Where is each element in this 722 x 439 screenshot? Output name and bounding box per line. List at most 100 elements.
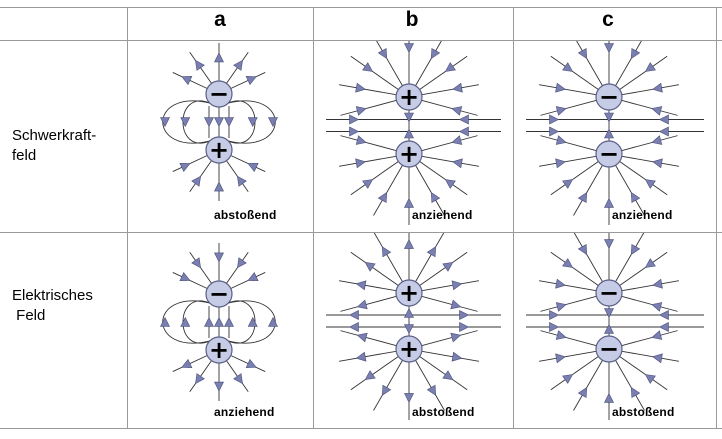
cell-1-1-bottom-charge-sign: + xyxy=(399,335,419,363)
cell-0-2-axis-arrow xyxy=(604,112,614,123)
cell-1-0-caption: anziehend xyxy=(214,405,275,419)
cell-1-2-bottom-field-line xyxy=(540,330,597,347)
row-label-electric: Elektrisches Feld xyxy=(12,286,93,326)
cell-0-2-top-arrow xyxy=(555,82,566,93)
cell-1-1-bottom-field-line xyxy=(373,360,403,411)
cell-1-2-top-charge: − xyxy=(595,279,623,307)
grid-line-bottom xyxy=(0,428,722,429)
cell-1-2-top-arrow xyxy=(577,243,588,256)
cell-1-1-top-arrow xyxy=(442,261,454,272)
cell-1-0-bottom-charge-sign: + xyxy=(209,336,229,364)
cell-0-1-mid-arrow xyxy=(458,126,469,137)
cell-0-0-top-arrow xyxy=(214,52,224,63)
cell-1-2-bottom-arrow xyxy=(555,330,567,340)
cell-1-1-bottom-arrow xyxy=(356,332,368,343)
cell-0-2-top-arrow xyxy=(604,43,614,54)
cell-1-1-bottom-arrow xyxy=(404,393,414,404)
cell-0-1-bottom-arrow xyxy=(444,179,456,189)
cell-1-2-bottom-arrow xyxy=(651,330,663,340)
cell-0-2-top-charge-sign: − xyxy=(599,83,619,111)
cell-0-2-top-arrow xyxy=(652,82,663,93)
cell-1-2-bottom-charge-disc xyxy=(595,335,623,363)
cell-1-0-top-arrow xyxy=(214,252,224,263)
cell-0-2-top-charge: − xyxy=(595,83,623,111)
cell-0-1-top-arrow xyxy=(452,82,463,93)
cell-0-2-top-arrow xyxy=(562,62,574,72)
cell-1-0-bottom-charge: + xyxy=(205,336,233,364)
cell-1-1-top-field-line xyxy=(373,233,403,282)
grid-line-right xyxy=(716,7,717,429)
cell-0-1-top-arrow xyxy=(451,106,463,116)
grid-line-col2 xyxy=(313,7,314,429)
cell-1-2-top-arrow xyxy=(555,302,567,312)
cell-0-1-mid-arrow xyxy=(349,126,360,137)
cell-1-2-top-arrow xyxy=(652,278,663,289)
cell-0-2-bottom-field-line xyxy=(550,161,599,196)
cell-1-1-mid-arrow xyxy=(348,310,359,320)
row-label-gravity-line1: Schwerkraft- xyxy=(12,127,97,144)
cell-0-2-bottom-field-line xyxy=(619,161,668,196)
cell-0-0-top-arrow xyxy=(245,76,257,86)
cell-0-1-bottom-arrow xyxy=(355,158,366,169)
cell-0-2-axis-arrow xyxy=(604,128,614,139)
cell-0-2-bottom-arrow xyxy=(577,191,588,204)
cell-0-2-mid-arrow xyxy=(549,126,560,137)
cell-1-1-top-field-line xyxy=(339,280,397,292)
cell-0-1-bottom-field-line xyxy=(350,161,399,196)
cell-1-2-bottom-arrow xyxy=(630,386,641,399)
cell-1-1-top-arrow xyxy=(356,299,368,310)
cell-1-2-top-field-line xyxy=(621,295,678,312)
cell-1-0-top-charge-disc xyxy=(205,280,233,308)
cell-1-2-bottom-arrow xyxy=(644,374,656,384)
cell-1-0-top-charge-sign: − xyxy=(209,280,229,308)
cell-1-1-bottom-field-line xyxy=(421,330,478,347)
cell-1-2-mid-arrow xyxy=(658,310,669,320)
cell-0-1-top-field-line xyxy=(415,41,442,86)
cell-0-2-bottom-arrow xyxy=(555,158,566,169)
cell-1-0-bottom-arrow xyxy=(233,373,243,385)
cell-0-2-mid-arrow xyxy=(658,126,669,137)
cell-1-1-bottom-arrow xyxy=(442,370,454,381)
field-diagram-1-0: −+ xyxy=(160,243,278,401)
cell-0-0-bottom-charge-disc xyxy=(205,136,233,164)
field-diagram-1-1: ++ xyxy=(326,233,501,420)
cell-0-2-bottom-arrow xyxy=(652,158,663,169)
row-label-electric-line1: Elektrisches xyxy=(12,287,93,304)
grid-line-col1 xyxy=(127,7,128,429)
grid-line-col3 xyxy=(513,7,514,429)
column-header-b: b xyxy=(405,8,419,31)
cell-0-1-bottom-field-line xyxy=(340,135,397,152)
cell-0-1-top-arrow xyxy=(404,43,414,54)
cell-1-1-bottom-field-line xyxy=(350,356,399,391)
cell-0-1-bottom-arrow xyxy=(355,135,367,145)
cell-1-2-mid-arrow xyxy=(658,322,669,332)
cell-1-1-axis-arrow xyxy=(404,324,414,335)
cell-0-0-inner-arrow xyxy=(224,117,234,128)
cell-0-2-top-arrow xyxy=(651,106,663,116)
cell-0-0-loop-arrow xyxy=(180,117,191,128)
cell-0-0-bottom-arrow xyxy=(214,181,224,192)
cell-1-2-top-arrow xyxy=(562,258,574,268)
column-header-c: c xyxy=(602,8,614,31)
cell-0-1-top-charge-disc xyxy=(395,83,423,111)
cell-0-1-bottom-arrow xyxy=(362,179,374,189)
cell-1-0-inner-arrow xyxy=(204,316,214,327)
cell-1-1-mid-arrow xyxy=(459,310,470,320)
cell-0-1-top-field-line xyxy=(376,41,403,86)
cell-1-2-bottom-charge-sign: − xyxy=(599,335,619,363)
cell-1-0-bottom-arrow xyxy=(195,373,205,385)
cell-1-1-mid-arrow xyxy=(459,322,470,332)
field-diagram-0-2: −− xyxy=(526,41,704,225)
cell-0-1-mid-arrow xyxy=(349,114,360,125)
cell-0-1-bottom-arrow xyxy=(404,197,414,208)
cell-1-2-top-charge-disc xyxy=(595,279,623,307)
cell-0-1-top-field-line xyxy=(419,55,468,90)
cell-1-1-caption: abstoßend xyxy=(412,405,475,419)
cell-0-0-inner-arrow xyxy=(204,117,214,128)
cell-1-1-top-charge-disc xyxy=(395,279,423,307)
cell-0-2-bottom-arrow xyxy=(630,191,641,204)
cell-0-1-bottom-field-line xyxy=(415,165,445,216)
cell-0-2-bottom-charge-disc xyxy=(595,140,623,168)
cell-0-1-top-field-line xyxy=(421,99,478,116)
cell-1-1-bottom-field-line xyxy=(339,350,397,362)
